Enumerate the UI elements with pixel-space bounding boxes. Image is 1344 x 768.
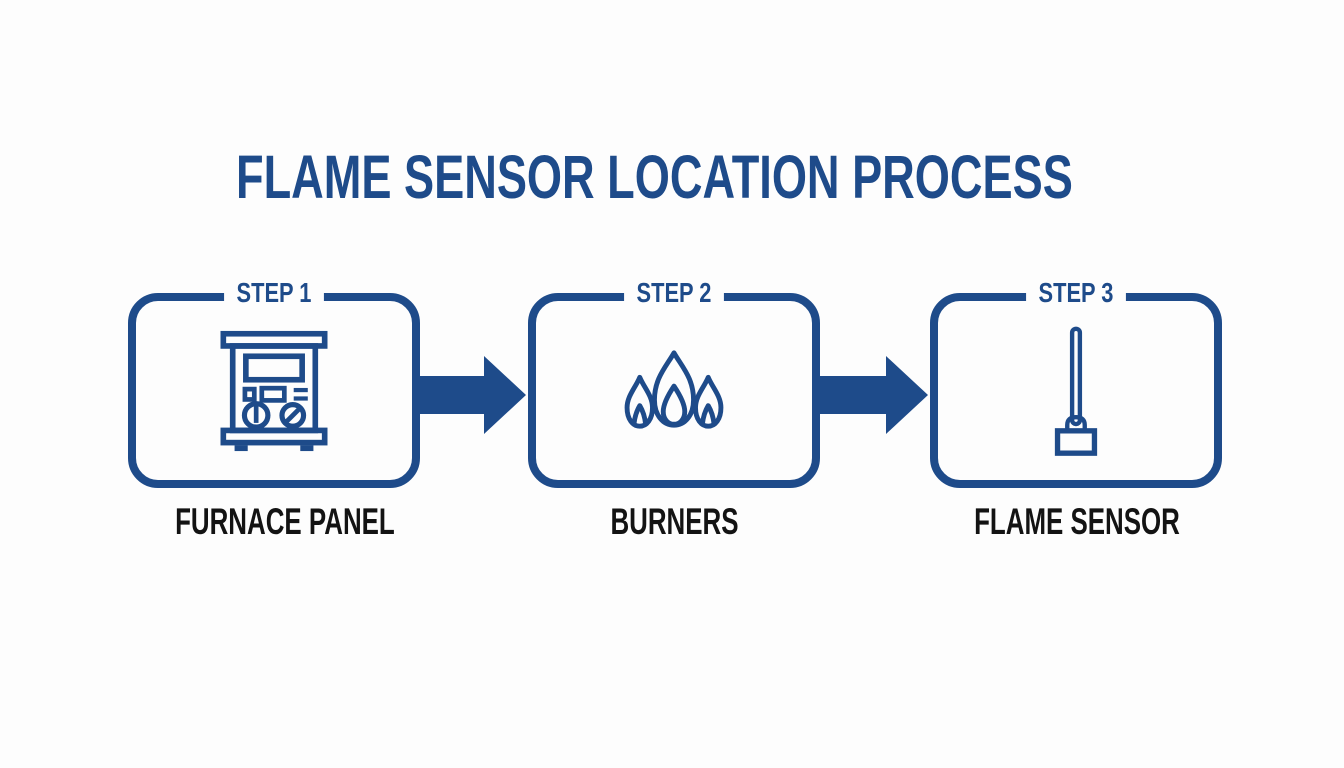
step-3-box: STEP 3 xyxy=(930,279,1222,488)
step-1-label: STEP 1 xyxy=(136,279,412,307)
step-2-label: STEP 2 xyxy=(536,279,812,307)
burner-flames-icon xyxy=(536,301,812,480)
step-3-label: STEP 3 xyxy=(938,279,1214,307)
arrow-right-icon xyxy=(818,355,930,435)
step-1-caption: FURNACE PANEL xyxy=(175,501,395,542)
step-1-box: STEP 1 xyxy=(128,279,420,488)
step-2-caption: BURNERS xyxy=(609,501,739,542)
step-2-box: STEP 2 xyxy=(528,279,820,488)
arrow-right-icon xyxy=(416,355,528,435)
diagram-title: FLAME SENSOR LOCATION PROCESS xyxy=(235,143,1073,211)
flame-sensor-rod-icon xyxy=(938,301,1214,480)
furnace-panel-icon xyxy=(136,301,412,480)
step-3-caption: FLAME SENSOR xyxy=(974,501,1180,542)
